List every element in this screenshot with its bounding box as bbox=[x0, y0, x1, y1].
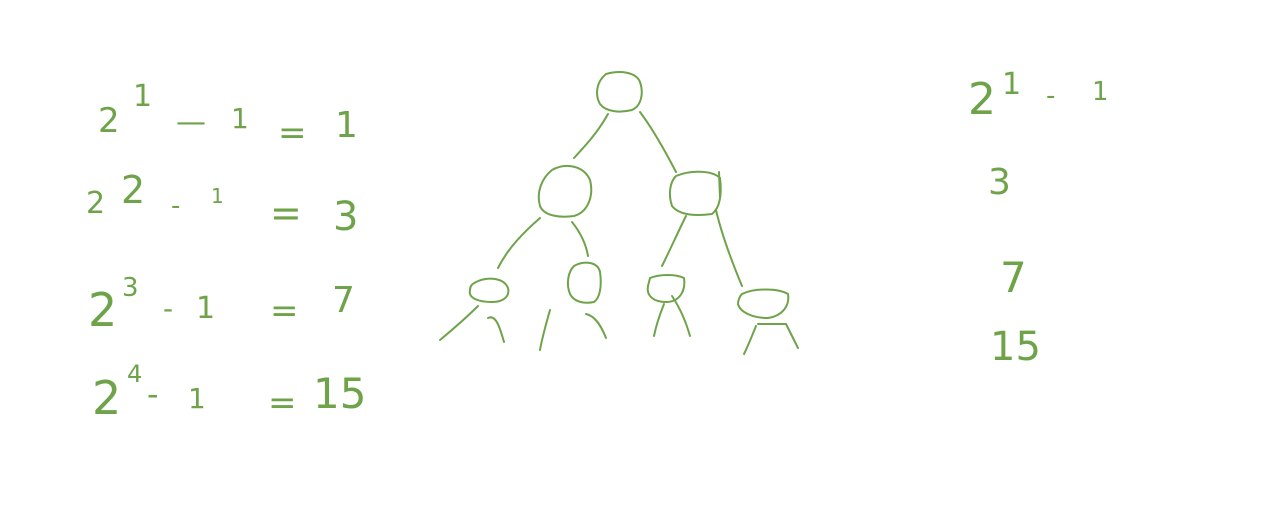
tree-leaf-3 bbox=[646, 274, 686, 303]
tree-edge-root-left bbox=[573, 113, 609, 159]
eq3-one: 1 bbox=[196, 291, 215, 326]
right-header-expression: 2 1 - 1 bbox=[968, 67, 1109, 125]
eq4-result: 15 bbox=[313, 369, 366, 418]
eq3-equals: = bbox=[270, 291, 299, 331]
eq2-equals: = bbox=[270, 191, 302, 235]
equation-row-4: 2 4 - 1 = 15 bbox=[92, 360, 366, 425]
tree-leaf-4 bbox=[737, 288, 790, 319]
tree-leaf-2 bbox=[566, 261, 602, 304]
tree-edge-l2right-rl bbox=[661, 215, 687, 267]
right-value-1: 3 bbox=[988, 162, 1011, 203]
right-header-one: 1 bbox=[1092, 77, 1109, 107]
equation-row-1: 2 1 — 1 = 1 bbox=[98, 79, 358, 153]
eq2-exp: 2 bbox=[121, 168, 145, 212]
tree-leaf2-child-right bbox=[585, 313, 607, 339]
eq1-exp: 1 bbox=[133, 79, 152, 114]
eq1-minus: — bbox=[176, 105, 206, 140]
tree-root-node bbox=[596, 71, 643, 113]
equation-row-3: 2 3 - 1 = 7 bbox=[88, 273, 355, 337]
tree-edge-l2right-rr bbox=[715, 209, 743, 287]
eq4-one: 1 bbox=[188, 382, 206, 415]
eq4-minus: - bbox=[147, 375, 159, 413]
eq2-base: 2 bbox=[86, 186, 105, 221]
binary-tree bbox=[439, 71, 799, 355]
eq3-minus: - bbox=[163, 292, 173, 325]
eq2-minus: - bbox=[171, 191, 180, 221]
tree-level2-left-node bbox=[537, 164, 593, 218]
eq1-equals: = bbox=[278, 113, 307, 153]
left-equations: 2 1 — 1 = 1 2 2 - 1 = 3 2 3 - 1 bbox=[86, 79, 366, 425]
tree-leaf3-child-right bbox=[671, 295, 691, 337]
tree-level2-right-node bbox=[668, 170, 722, 216]
eq3-base: 2 bbox=[88, 283, 117, 337]
tree-leaf-1 bbox=[468, 277, 510, 303]
eq1-one: 1 bbox=[231, 102, 249, 135]
eq4-equals: = bbox=[268, 383, 297, 423]
equation-row-2: 2 2 - 1 = 3 bbox=[86, 168, 358, 240]
eq4-exp: 4 bbox=[127, 360, 142, 388]
eq3-exp: 3 bbox=[122, 273, 139, 303]
eq2-one: 1 bbox=[211, 184, 224, 208]
tree-leaf4-child-right bbox=[757, 323, 799, 349]
tree-leaf4-child-left bbox=[743, 325, 757, 355]
eq2-result: 3 bbox=[333, 194, 358, 240]
eq4-base: 2 bbox=[92, 371, 121, 425]
right-header-exp: 1 bbox=[1002, 67, 1021, 102]
tree-leaf3-child-left bbox=[653, 303, 665, 337]
eq1-base: 2 bbox=[98, 101, 120, 141]
right-column: 2 1 - 1 3 7 15 bbox=[968, 67, 1109, 370]
eq3-result: 7 bbox=[332, 280, 355, 321]
right-value-2: 7 bbox=[1000, 253, 1027, 302]
right-header-minus: - bbox=[1046, 81, 1055, 111]
tree-leaf1-child-right bbox=[487, 316, 505, 343]
tree-edge-root-right bbox=[639, 111, 677, 173]
tree-edge-l2left-ll bbox=[497, 217, 541, 269]
eq1-result: 1 bbox=[335, 105, 358, 146]
tree-leaf2-child-left bbox=[539, 309, 551, 351]
right-value-3: 15 bbox=[990, 324, 1041, 370]
tree-edge-l2left-lr bbox=[571, 221, 589, 257]
tree-leaf1-child-left bbox=[439, 305, 479, 341]
right-header-base: 2 bbox=[968, 74, 996, 125]
